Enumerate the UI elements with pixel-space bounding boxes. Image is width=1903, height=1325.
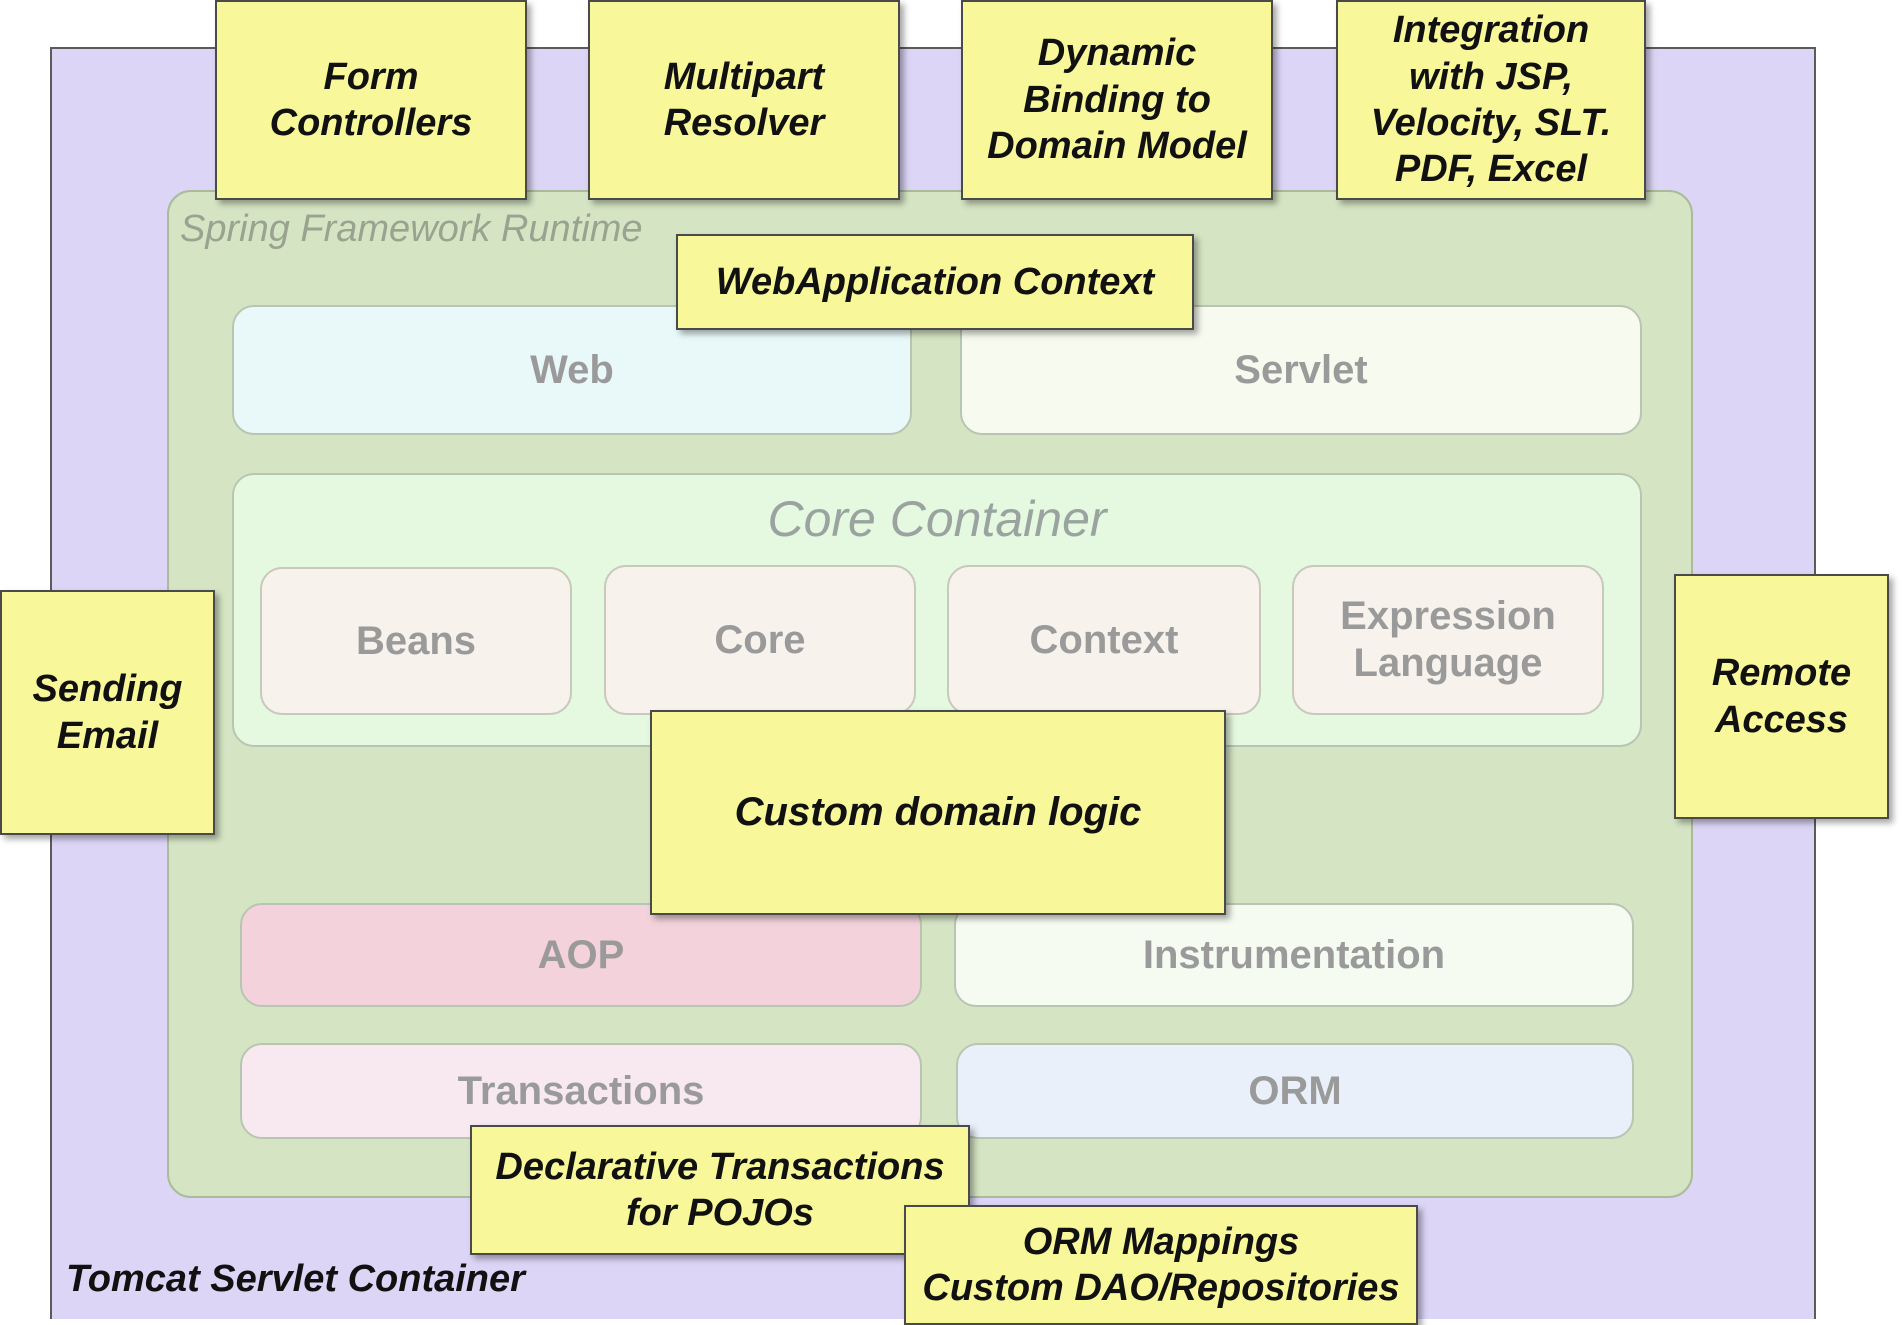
note-line: Integration bbox=[1392, 9, 1590, 52]
note-sending-email: Sending Email bbox=[0, 590, 215, 835]
expression-line-1: Expression bbox=[1340, 593, 1556, 638]
note-line: PDF, Excel bbox=[1394, 148, 1588, 191]
note-line: ORM Mappings bbox=[1022, 1220, 1300, 1263]
context-module: Context bbox=[947, 565, 1261, 715]
note-line: Binding to bbox=[1023, 78, 1211, 121]
note-line: Sending bbox=[32, 668, 183, 711]
note-dynamic-binding: Dynamic Binding to Domain Model bbox=[961, 0, 1273, 200]
core-container-title: Core Container bbox=[767, 491, 1107, 547]
note-line: for POJOs bbox=[626, 1192, 814, 1234]
note-line: Multipart bbox=[663, 55, 825, 98]
note-form-controllers: Form Controllers bbox=[215, 0, 527, 200]
tomcat-label: Tomcat Servlet Container bbox=[66, 1258, 525, 1300]
note-line: Domain Model bbox=[987, 125, 1247, 168]
note-integration: Integration with JSP, Velocity, SLT. PDF… bbox=[1336, 0, 1646, 200]
note-declarative-transactions: Declarative Transactions for POJOs bbox=[470, 1125, 970, 1255]
orm-module: ORM bbox=[956, 1043, 1634, 1139]
note-line: Access bbox=[1714, 698, 1849, 741]
expression-language-module: Expression Language bbox=[1292, 565, 1604, 715]
aop-module: AOP bbox=[240, 903, 922, 1007]
note-remote-access: Remote Access bbox=[1674, 574, 1889, 819]
note-line: Custom DAO/Repositories bbox=[922, 1267, 1400, 1309]
expression-line-2: Language bbox=[1353, 641, 1543, 685]
core-module: Core bbox=[604, 565, 916, 715]
runtime-label: Spring Framework Runtime bbox=[180, 208, 643, 250]
note-line: Controllers bbox=[269, 102, 473, 144]
note-line: Declarative Transactions bbox=[495, 1145, 945, 1188]
beans-module: Beans bbox=[260, 567, 572, 715]
note-orm-mappings: ORM Mappings Custom DAO/Repositories bbox=[904, 1205, 1418, 1325]
note-custom-domain-logic: Custom domain logic bbox=[650, 710, 1226, 915]
note-line: Dynamic bbox=[1037, 32, 1197, 75]
note-line: Remote bbox=[1711, 652, 1852, 695]
note-webapplication-context: WebApplication Context bbox=[676, 234, 1194, 330]
note-line: Resolver bbox=[663, 102, 825, 144]
instrumentation-module: Instrumentation bbox=[954, 903, 1634, 1007]
web-module: Web bbox=[232, 305, 912, 435]
note-line: Velocity, SLT. bbox=[1370, 102, 1612, 144]
note-multipart-resolver: Multipart Resolver bbox=[588, 0, 900, 200]
note-line: with JSP, bbox=[1408, 55, 1574, 98]
note-line: Form bbox=[323, 55, 419, 98]
note-line: Email bbox=[56, 714, 159, 757]
transactions-module: Transactions bbox=[240, 1043, 922, 1139]
